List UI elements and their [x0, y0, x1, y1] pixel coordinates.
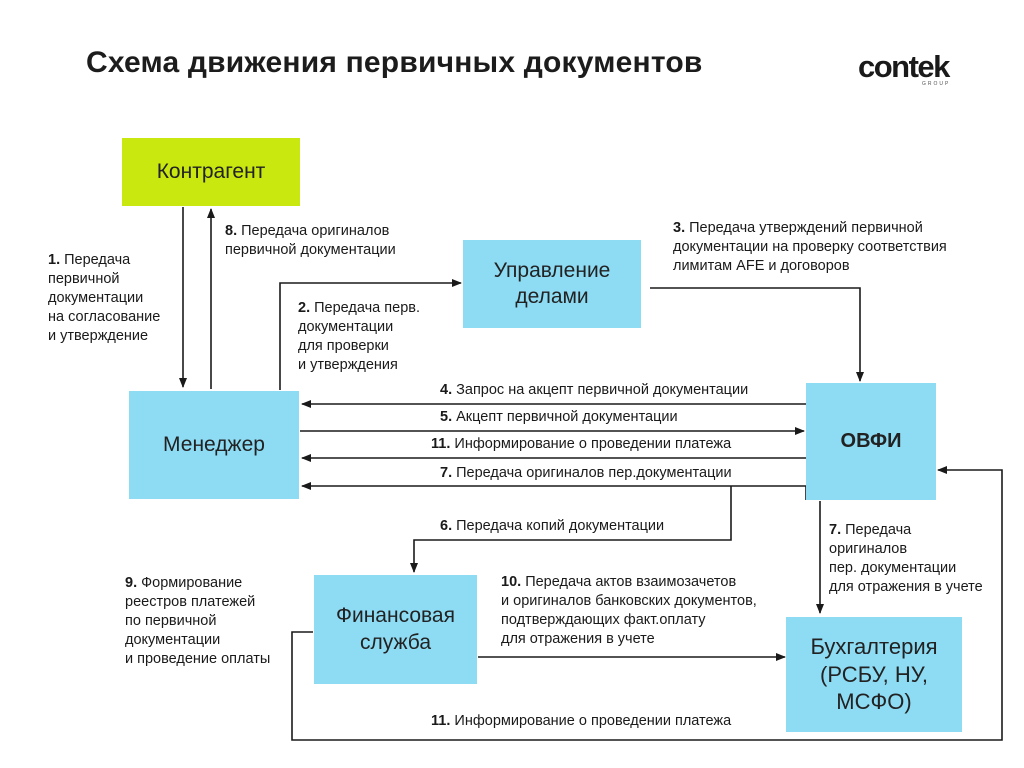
flow-number: 11.: [431, 436, 455, 452]
node-menedzher: Менеджер: [129, 391, 299, 499]
flow-label-5: 5. Акцепт первичной документации: [440, 409, 678, 425]
flow-label-11-top: 11. Информирование о проведении платежа: [431, 436, 732, 452]
flow-number: 9.: [125, 575, 142, 591]
flow-number: 10.: [501, 574, 526, 590]
arrow-6: [410, 486, 732, 573]
flow-label-4: 4. Запрос на акцепт первичной документац…: [440, 382, 749, 398]
node-upravlenie-delami: Управление делами: [463, 240, 641, 328]
flow-label-7-left: 7. Передача оригиналов пер.документации: [440, 465, 732, 481]
flow-label-6: 6. Передача копий документации: [440, 518, 665, 534]
node-finansovaya-sluzhba: Финансовая служба: [314, 575, 477, 684]
flow-number: 7.: [829, 522, 846, 538]
flow-number: 5.: [440, 409, 457, 425]
node-kontragent: Контрагент: [122, 138, 300, 206]
flow-number: 2.: [298, 300, 315, 316]
flow-number: 3.: [673, 220, 690, 236]
arrow-11-bottom: [291, 466, 1003, 741]
logo-subtitle: GROUP: [922, 81, 951, 87]
node-buhgalteria: Бухгалтерия (РСБУ, НУ, МСФО): [786, 617, 962, 732]
arrow-3: [650, 287, 864, 382]
page-title: Схема движения первичных документов: [86, 46, 703, 79]
flow-number: 4.: [440, 382, 457, 398]
flow-number: 8.: [225, 223, 242, 239]
contek-logo: contek GROUP: [858, 50, 968, 94]
logo-text: contek: [858, 49, 950, 84]
flow-label-11-bottom: 11. Информирование о проведении платежа: [431, 713, 732, 729]
flow-number: 7.: [440, 465, 457, 481]
node-ovfi: ОВФИ: [806, 383, 936, 500]
flow-number: 1.: [48, 252, 65, 268]
arrow-2: [279, 279, 462, 390]
flow-number: 11.: [431, 713, 455, 729]
flow-number: 6.: [440, 518, 457, 534]
